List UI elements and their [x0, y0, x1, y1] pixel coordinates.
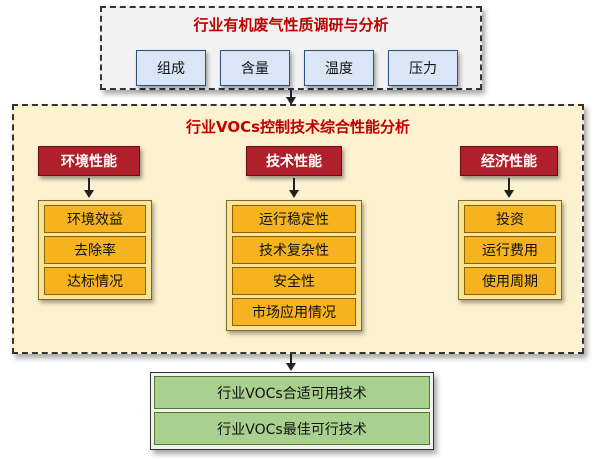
arrow-env-head: [84, 190, 94, 198]
result-best-available-technology: 行业VOCs最佳可行技术: [154, 412, 430, 445]
arrow-econ-head: [504, 190, 514, 198]
item-investment: 投资: [464, 205, 556, 233]
property-analysis-frame: 行业有机废气性质调研与分析 组成 含量 温度 压力: [100, 6, 482, 90]
item-service-life: 使用周期: [464, 267, 556, 295]
arrow-middle-to-bottom-shaft: [290, 354, 292, 364]
arrow-middle-to-bottom-head: [286, 363, 296, 371]
environmental-items-column: 环境效益 去除率 达标情况: [38, 200, 152, 300]
technical-items-column: 运行稳定性 技术复杂性 安全性 市场应用情况: [226, 200, 362, 331]
arrow-econ-shaft: [508, 178, 510, 192]
item-operational-stability: 运行稳定性: [232, 205, 356, 233]
item-operating-cost: 运行费用: [464, 236, 556, 264]
performance-analysis-frame: 行业VOCs控制技术综合性能分析 环境性能 环境效益 去除率 达标情况 技术性能…: [12, 104, 584, 354]
param-composition: 组成: [136, 50, 206, 86]
param-content: 含量: [220, 50, 290, 86]
arrow-top-to-middle-head: [286, 97, 296, 105]
environmental-performance-head: 环境性能: [38, 146, 140, 176]
arrow-tech-head: [289, 190, 299, 198]
economic-performance-head: 经济性能: [460, 146, 558, 176]
item-compliance: 达标情况: [44, 267, 146, 295]
item-market-application: 市场应用情况: [232, 298, 356, 326]
item-environmental-benefit: 环境效益: [44, 205, 146, 233]
param-pressure: 压力: [388, 50, 458, 86]
economic-items-column: 投资 运行费用 使用周期: [458, 200, 562, 300]
arrow-top-to-middle-shaft: [290, 90, 292, 98]
item-removal-rate: 去除率: [44, 236, 146, 264]
result-frame: 行业VOCs合适可用技术 行业VOCs最佳可行技术: [150, 372, 434, 450]
performance-analysis-title: 行业VOCs控制技术综合性能分析: [185, 118, 411, 136]
param-temperature: 温度: [304, 50, 374, 86]
result-suitable-technology: 行业VOCs合适可用技术: [154, 376, 430, 409]
technical-performance-head: 技术性能: [246, 146, 342, 176]
arrow-tech-shaft: [293, 178, 295, 192]
arrow-env-shaft: [88, 178, 90, 192]
item-safety: 安全性: [232, 267, 356, 295]
item-technical-complexity: 技术复杂性: [232, 236, 356, 264]
property-analysis-title: 行业有机废气性质调研与分析: [193, 16, 389, 34]
